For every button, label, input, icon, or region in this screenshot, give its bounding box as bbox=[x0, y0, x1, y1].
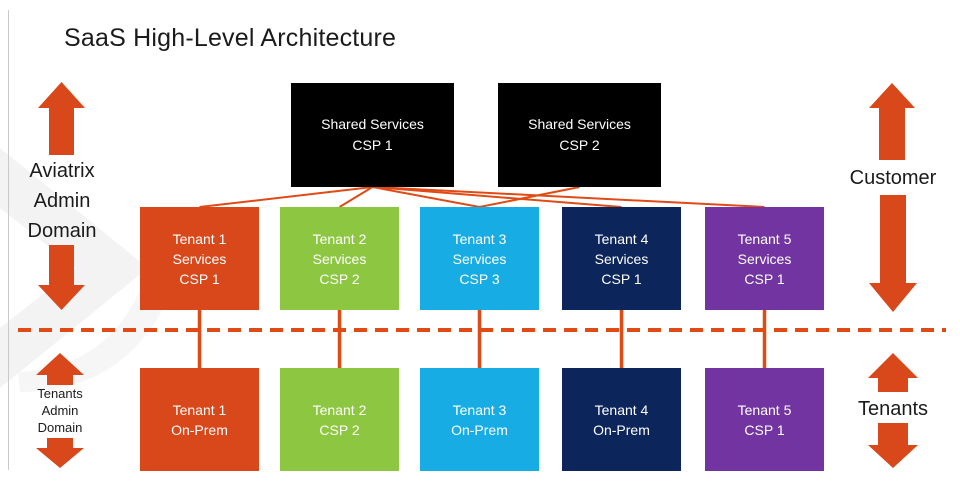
admin-boundary-dashed-line bbox=[18, 328, 946, 332]
shared-services-csp2-box: Shared Services CSP 2 bbox=[498, 83, 661, 187]
aviatrix-admin-domain-label: Aviatrix Admin Domain bbox=[27, 160, 97, 242]
tenant5-onprem-box: Tenant 5 CSP 1 bbox=[705, 368, 824, 471]
tenant2-onprem-box: Tenant 2 CSP 2 bbox=[280, 368, 399, 471]
shared-services-csp1-box: Shared Services CSP 1 bbox=[291, 83, 454, 187]
tenant1-onprem-box: Tenant 1 On-Prem bbox=[140, 368, 259, 471]
tenant3-services-box: Tenant 3 Services CSP 3 bbox=[420, 207, 539, 310]
tenant2-services-box: Tenant 2 Services CSP 2 bbox=[280, 207, 399, 310]
tenant1-services-box: Tenant 1 Services CSP 1 bbox=[140, 207, 259, 310]
tenant3-onprem-box: Tenant 3 On-Prem bbox=[420, 368, 539, 471]
tenant4-services-box: Tenant 4 Services CSP 1 bbox=[562, 207, 681, 310]
tenant5-services-box: Tenant 5 Services CSP 1 bbox=[705, 207, 824, 310]
customer-label: Customer bbox=[849, 167, 937, 189]
slide-edge-line bbox=[8, 10, 9, 470]
page-title: SaaS High-Level Architecture bbox=[64, 24, 397, 52]
tenants-admin-domain-label: Tenants Admin Domain bbox=[37, 386, 83, 435]
tenants-label: Tenants bbox=[857, 398, 929, 420]
tenant4-onprem-box: Tenant 4 On-Prem bbox=[562, 368, 681, 471]
